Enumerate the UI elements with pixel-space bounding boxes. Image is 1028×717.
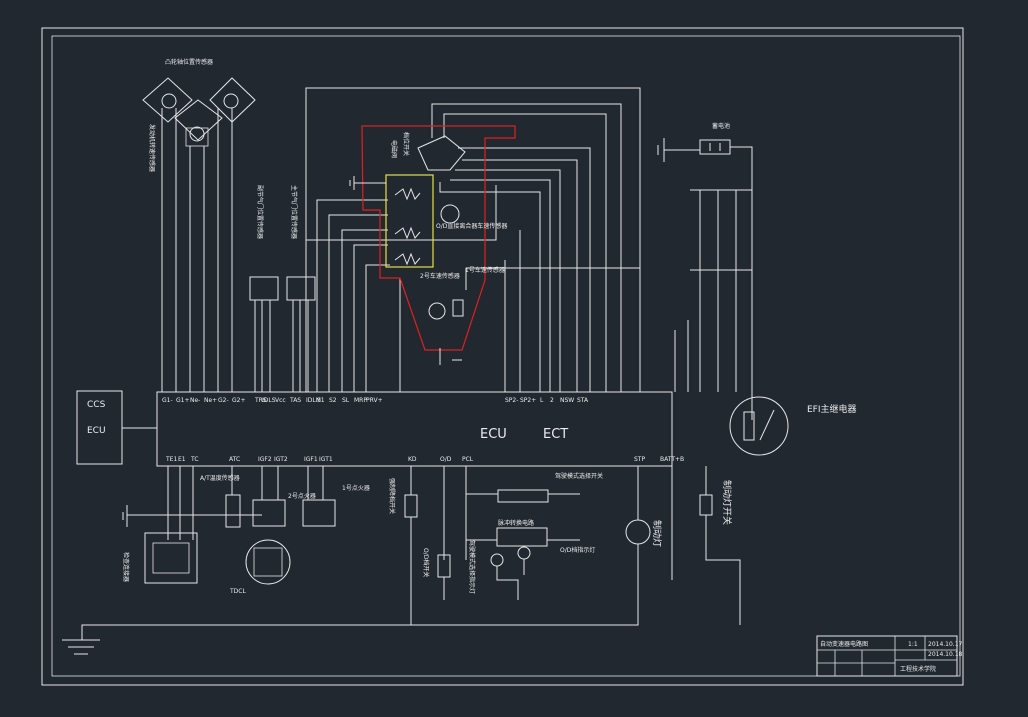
ecu-pin-top: Ne+: [204, 397, 217, 404]
ecu-pin-top: TAS: [289, 397, 301, 404]
mode-switch-label: 驾驶模式选择开关: [555, 472, 603, 480]
ecu-pin-top: SP2-: [505, 397, 518, 404]
main-throttle-label: 主节气门位置传感器: [290, 185, 298, 239]
ecu-pin-top: G1+: [176, 397, 190, 404]
ecu-pin-top: IDLS: [262, 397, 276, 404]
solenoid-label: 电磁阀: [390, 140, 398, 158]
solenoid-block: [385, 174, 434, 268]
at-temp-sensor: [225, 494, 241, 528]
ecu-pin-top: 2: [550, 397, 554, 404]
main-throttle-sensor-box: [286, 276, 316, 301]
drawing-title: 自动变速器电路图: [820, 640, 868, 648]
ecu-pin-top: S1: [317, 397, 325, 404]
od-speed-sensor-label: O/D直接离合器车速传感器: [436, 222, 507, 230]
camshaft-sensor-label: 凸轮轴位置传感器: [165, 58, 213, 66]
gear-switch: [417, 135, 466, 171]
ecu-pin-bottom: E1: [178, 456, 186, 463]
speed-sensor-1: [452, 299, 464, 317]
ecu-pin-top: MRP: [354, 397, 367, 404]
company-name: 工程技术学院: [900, 665, 936, 673]
ccs-label: CCS: [87, 400, 106, 410]
battery: 蓄电池: [657, 122, 753, 420]
ecu-pin-bottom: IGT1: [319, 456, 333, 463]
ccs-ecu-label: ECU: [87, 426, 106, 436]
igniter-1-label: 1号点火器: [342, 484, 370, 492]
ecu-pin-top: PRV+: [366, 397, 383, 404]
engine-speed-sensor-label: 发动机转速传感器: [148, 124, 156, 172]
ecu-pin-bottom: PCL: [462, 456, 474, 463]
ecu-pin-bottom: O/D: [440, 456, 452, 463]
ect-label: ECT: [543, 427, 568, 442]
brake-light: [625, 519, 651, 545]
ecu-pin-bottom: STP: [634, 456, 645, 463]
od-speed-sensor-coil: [440, 204, 460, 224]
gear-switch-label: 档位开关: [402, 132, 410, 156]
ecu-pin-bottom: IGF2: [258, 456, 272, 463]
outer-frame: [41, 27, 964, 686]
mode-indicator-label: 驾驶模式选择指示灯: [468, 540, 476, 594]
check-connector: [144, 532, 198, 584]
ecu-pin-bottom: ATC: [229, 456, 240, 463]
ecu-pin-bottom: TC: [190, 456, 199, 463]
date-2: 2014.10.18: [928, 651, 963, 658]
ecu-pin-top: G2+: [232, 397, 246, 404]
battery-label: 蓄电池: [712, 122, 730, 130]
title-block: 自动变速器电路图 工程技术学院 1:1 2014.10.17 2014.10.1…: [816, 635, 963, 677]
ecu-pin-bottom: IGT2: [274, 456, 288, 463]
igniter-1: [302, 499, 336, 527]
camshaft-position-sensor: 凸轮轴位置传感器: [142, 58, 256, 147]
inner-frame: [51, 35, 961, 677]
ecu-pin-top: IDLM: [306, 397, 321, 404]
check-connector-label: 检查连接器: [122, 552, 130, 582]
brake-light-switch-label: 制动灯开关: [721, 480, 733, 525]
speed-sensor-1-label: 1号车速传感器: [465, 266, 505, 274]
igniter-2: [252, 499, 286, 527]
ecu-label: ECU: [480, 427, 507, 442]
transmission-housing: [361, 125, 516, 351]
ecu-pin-bottom: KD: [408, 456, 417, 463]
ecu-pin-top: G1-: [162, 397, 173, 404]
scale: 1:1: [908, 641, 918, 648]
ecu-pin-bottom: TE1: [165, 456, 177, 463]
efi-relay-label: EFI主继电器: [807, 403, 857, 415]
od-indicator-label: O/D档指示灯: [560, 546, 595, 554]
date-1: 2014.10.17: [928, 641, 963, 648]
ecu-box: [156, 391, 673, 467]
tdcl: [245, 539, 291, 585]
speed-sensor-2-coil: [428, 302, 446, 320]
sub-throttle-label: 副节气门位置传感器: [256, 185, 264, 239]
brake-light-switch: [699, 494, 713, 516]
ecu-pin-top: Vcc: [275, 397, 286, 404]
brake-light-label: 制动灯: [651, 520, 663, 547]
ecu-pin-top: NSW: [560, 397, 574, 404]
ecu-pin-bottom: IGF1: [304, 456, 318, 463]
sub-throttle-sensor-box: [249, 276, 279, 301]
ecu-pin-top: TRS: [254, 397, 267, 404]
ecu-pin-bottom: +B: [675, 456, 684, 463]
speed-sensor-2-label: 2号车速传感器: [420, 272, 460, 280]
pulse-circuit-label: 脉冲转换电路: [498, 519, 534, 527]
igniter-2-label: 2号点火器: [288, 492, 316, 500]
ecu-pin-top: S2: [329, 397, 337, 404]
ecu-pin-top: STA: [577, 397, 589, 404]
ecu-pin-top: G2-: [218, 397, 229, 404]
tdcl-label: TDCL: [229, 588, 246, 595]
od-switch-label: O/D档开关: [422, 548, 430, 577]
ecu-pin-top: SP2+: [520, 397, 536, 404]
at-temp-sensor-label: A/T温度传感器: [200, 474, 240, 482]
ground-symbol: [62, 639, 100, 655]
kickdown-switch-label: 强制降档开关: [388, 478, 396, 514]
efi-main-relay: [729, 396, 789, 456]
ecu-pin-top: L: [540, 397, 544, 404]
ecu-pin-top: Ne-: [190, 397, 200, 404]
ecu-pin-bottom: BATT: [660, 456, 675, 463]
ecu-pin-top: SL: [342, 397, 350, 404]
